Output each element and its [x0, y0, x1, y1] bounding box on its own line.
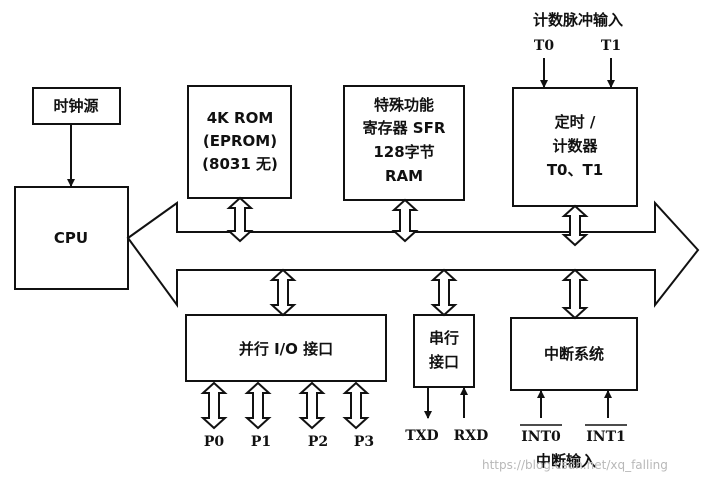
- clock-source-label: 时钟源: [53, 97, 98, 115]
- p3-port-connector: [342, 381, 370, 430]
- sfr-line-2: 寄存器 SFR: [363, 119, 446, 137]
- txd-label: TXD: [405, 428, 438, 444]
- int1-label: INT1: [586, 429, 626, 445]
- parallel-io-bus-connector: [269, 268, 297, 317]
- t0-label: T0: [534, 38, 554, 54]
- timer-bus-connector: [561, 204, 589, 247]
- rom-box: [187, 85, 292, 199]
- t1-label: T1: [601, 38, 621, 54]
- parallel-io-label: 并行 I/O 接口: [239, 340, 333, 358]
- timer-line-3: T0、T1: [547, 161, 603, 179]
- sfr-bus-connector: [391, 198, 419, 243]
- sfr-line-1: 特殊功能: [374, 96, 434, 114]
- int0-label: INT0: [521, 429, 561, 445]
- rom-line-2: (EPROM): [203, 132, 277, 150]
- rom-line-1: 4K ROM: [207, 109, 274, 127]
- p2-port-connector: [298, 381, 326, 430]
- p3-label: P3: [354, 434, 374, 450]
- cpu-label: CPU: [54, 229, 88, 247]
- sfr-line-3: 128字节: [373, 143, 434, 161]
- serial-bus-connector: [430, 268, 458, 317]
- count-input-label: 计数脉冲输入: [533, 11, 623, 29]
- timer-line-1: 定时 /: [555, 113, 596, 131]
- parallel-io-box: [185, 314, 387, 382]
- p2-label: P2: [308, 434, 328, 450]
- rxd-label: RXD: [454, 428, 489, 444]
- rom-bus-connector: [226, 196, 254, 243]
- interrupt-box: [510, 317, 638, 391]
- sfr-ram-box: [343, 85, 465, 201]
- interrupt-input-label: 中断输入: [536, 452, 596, 470]
- interrupt-label: 中断系统: [544, 345, 604, 363]
- sfr-line-4: RAM: [385, 167, 423, 185]
- rom-line-3: (8031 无): [202, 155, 278, 173]
- p0-port-connector: [200, 381, 228, 430]
- p1-label: P1: [251, 434, 271, 450]
- interrupt-bus-connector: [561, 268, 589, 320]
- serial-box: [413, 314, 475, 388]
- p1-port-connector: [244, 381, 272, 430]
- watermark: https://blog.csdn.net/xq_falling: [482, 458, 668, 472]
- cpu-box: [14, 186, 129, 290]
- serial-line-1: 串行: [429, 329, 459, 347]
- serial-line-2: 接口: [429, 353, 459, 371]
- p0-label: P0: [204, 434, 225, 450]
- timer-line-2: 计数器: [552, 137, 598, 155]
- clock-source-box: [32, 87, 121, 125]
- internal-bus-arrow: [126, 200, 700, 309]
